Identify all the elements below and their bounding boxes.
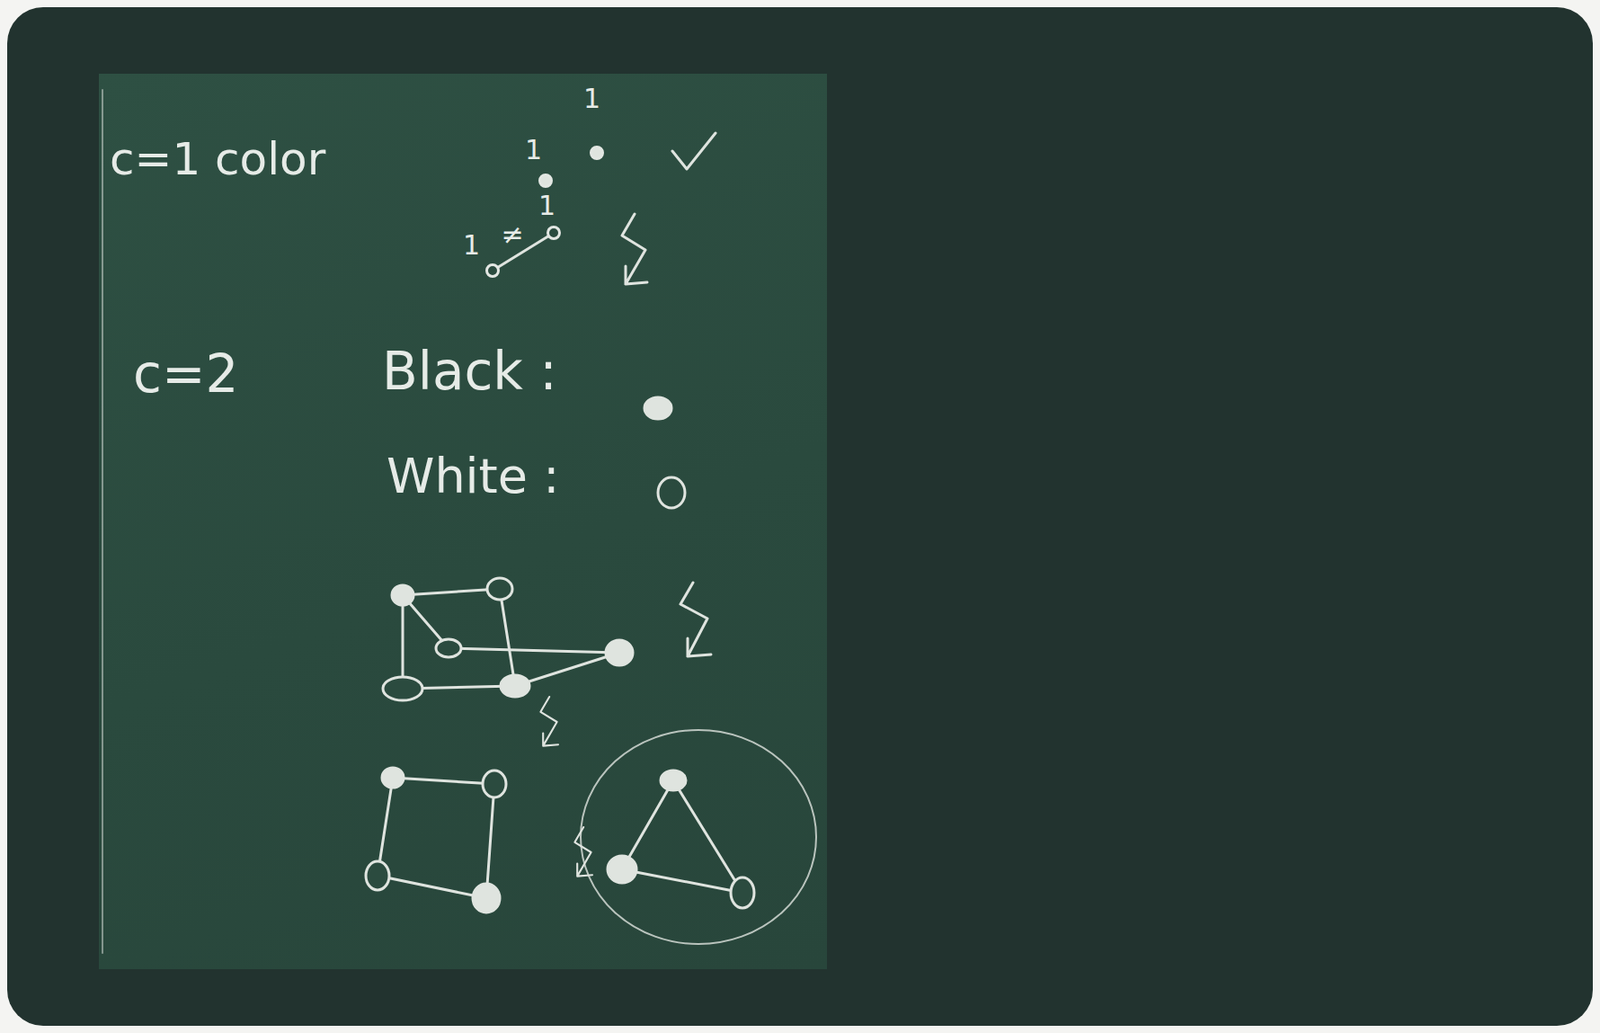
chalkboard bbox=[98, 73, 827, 969]
edge-label: ≠ bbox=[501, 219, 525, 249]
chalk-label: White : bbox=[386, 449, 560, 503]
chalk-label: Black : bbox=[382, 343, 558, 401]
chalk-label: c=2 bbox=[133, 346, 239, 404]
vertex-color-label: 1 bbox=[538, 190, 556, 221]
graph-vertex: 1 bbox=[589, 145, 605, 160]
vertex-color-label: 1 bbox=[583, 83, 601, 114]
vertex-color-label: 1 bbox=[524, 134, 543, 165]
graph-vertex: 1 bbox=[485, 263, 500, 278]
graph-vertex: 1 bbox=[546, 225, 561, 240]
chalk-label: c=1 color bbox=[109, 134, 326, 185]
graph-vertex: 1 bbox=[538, 173, 553, 188]
vertex-color-label: 1 bbox=[462, 230, 480, 260]
